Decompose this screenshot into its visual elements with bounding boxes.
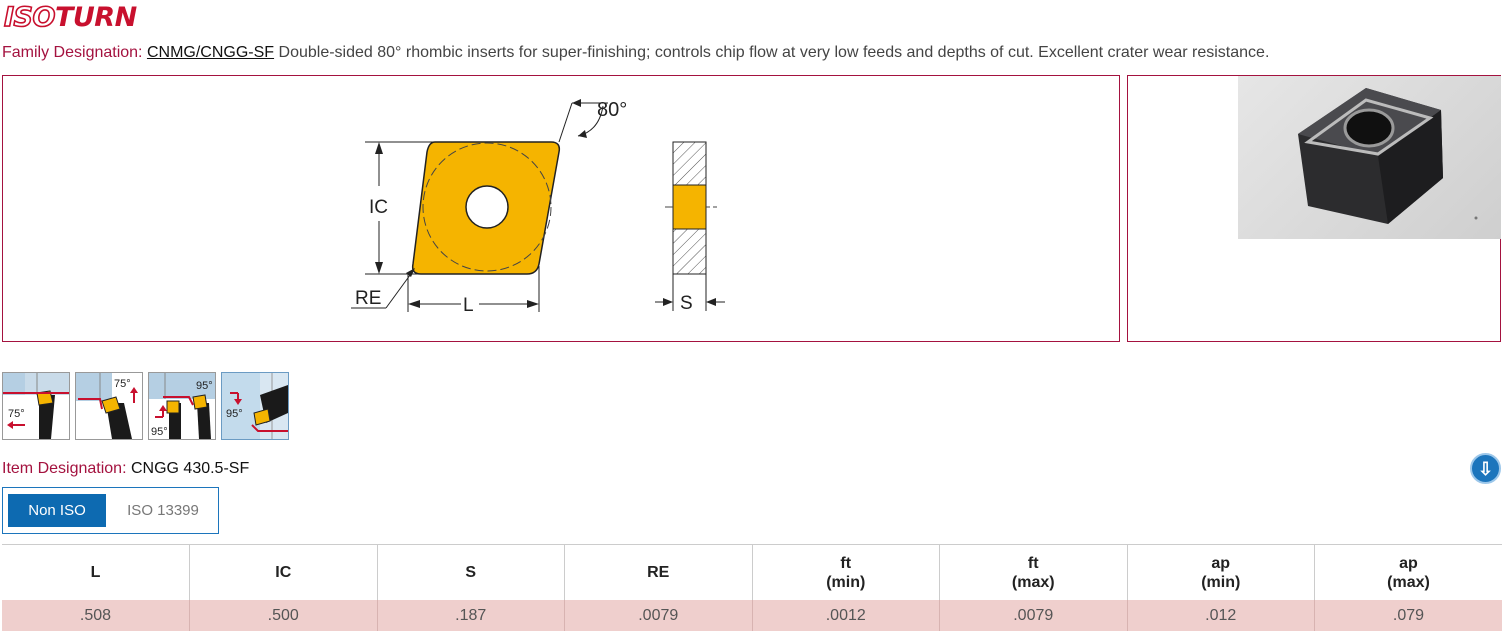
application-thumb-1-art: 75°: [3, 373, 69, 439]
insert-hole: [465, 185, 509, 229]
re-label: RE: [355, 288, 381, 309]
side-view-bottom: [672, 228, 707, 275]
item-value: CNGG 430.5-SF: [130, 460, 250, 477]
inscribed-circle: [422, 142, 552, 272]
cell-ap-max: .079: [1314, 600, 1502, 631]
logo-turn: TURN: [54, 2, 137, 33]
cell-ic: .500: [189, 600, 378, 631]
specs-header-row: L IC S RE ft(min) ft(max) ap(min) ap(max…: [2, 544, 1502, 600]
header-l: L: [2, 544, 190, 600]
standard-tabs: Non ISO ISO 13399: [2, 487, 219, 534]
logo-iso: ISO: [3, 1, 56, 34]
header-s: S: [377, 544, 565, 600]
application-thumb-4[interactable]: 95°: [221, 372, 289, 440]
header-ft-min-sub: (min): [826, 573, 866, 591]
l-label: L: [463, 295, 474, 316]
cell-s: .187: [377, 600, 565, 631]
table-row: .508 .500 .187 .0079 .0012 .0079 .012 .0…: [2, 600, 1502, 631]
application-thumb-2[interactable]: 75°: [75, 372, 143, 440]
header-l-text: L: [90, 564, 101, 581]
insert-drawing-panel: 80° IC RE L: [2, 75, 1120, 342]
insert-photo-panel: [1127, 75, 1501, 342]
ic-label: IC: [369, 197, 388, 218]
application-thumb-1[interactable]: 75°: [2, 372, 70, 440]
header-ic: IC: [189, 544, 378, 600]
family-description: Double-sided 80° rhombic inserts for sup…: [278, 44, 1270, 61]
side-view-center: [672, 184, 707, 230]
application-angle-3: 95°: [151, 426, 168, 438]
download-icon: ⇩: [1477, 459, 1494, 479]
s-label: S: [680, 293, 693, 314]
header-ap-max-text: ap: [1399, 554, 1418, 572]
family-label: Family Designation:: [2, 44, 143, 61]
tab-iso-13399[interactable]: ISO 13399: [127, 502, 199, 519]
application-thumb-3[interactable]: 95° 95°: [148, 372, 216, 440]
header-ic-text: IC: [275, 564, 292, 581]
insert-drawing: 80° IC RE L: [351, 99, 725, 316]
header-ft-min: ft(min): [752, 544, 940, 600]
family-designation: Family Designation: CNMG/CNGG-SF Double-…: [2, 44, 1269, 62]
application-angle-1: 75°: [8, 408, 25, 420]
insert-photo-art: [1298, 88, 1478, 224]
cell-ap-min: .012: [1127, 600, 1315, 631]
header-ap-max: ap(max): [1314, 544, 1502, 600]
header-ap-min-sub: (min): [1201, 573, 1241, 591]
specs-table: L IC S RE ft(min) ft(max) ap(min) ap(max…: [2, 544, 1502, 631]
header-ap-min-text: ap: [1211, 554, 1231, 572]
header-ft-min-text: ft: [840, 554, 852, 572]
insert-photo: [1238, 76, 1501, 239]
isoturn-logo: ISOTURN: [3, 1, 137, 34]
angle-label: 80°: [597, 99, 627, 121]
application-angle-2: 75°: [114, 378, 131, 390]
application-angle-5: 95°: [226, 408, 243, 420]
cell-re: .0079: [564, 600, 753, 631]
cell-ft-max: .0079: [939, 600, 1128, 631]
header-s-text: S: [465, 564, 477, 581]
cell-ft-min: .0012: [752, 600, 940, 631]
item-label: Item Designation:: [2, 460, 127, 477]
header-ft-max: ft(max): [939, 544, 1128, 600]
cell-l: .508: [2, 600, 190, 631]
application-thumb-3-art: 95° 95°: [149, 373, 215, 439]
application-thumb-4-art: 95°: [222, 373, 288, 439]
header-ap-min: ap(min): [1127, 544, 1315, 600]
family-code-link[interactable]: CNMG/CNGG-SF: [146, 44, 275, 61]
tab-non-iso[interactable]: Non ISO: [8, 494, 106, 527]
download-button[interactable]: ⇩: [1470, 453, 1501, 484]
side-view-top: [672, 141, 707, 186]
application-thumb-2-art: 75°: [76, 373, 138, 439]
header-ft-max-sub: (max): [1011, 573, 1055, 591]
header-re: RE: [564, 544, 753, 600]
item-designation: Item Designation: CNGG 430.5-SF: [2, 460, 249, 478]
header-ft-max-text: ft: [1027, 554, 1039, 572]
application-angle-4: 95°: [196, 380, 213, 392]
header-ap-max-sub: (max): [1387, 573, 1430, 591]
header-re-text: RE: [647, 564, 670, 581]
